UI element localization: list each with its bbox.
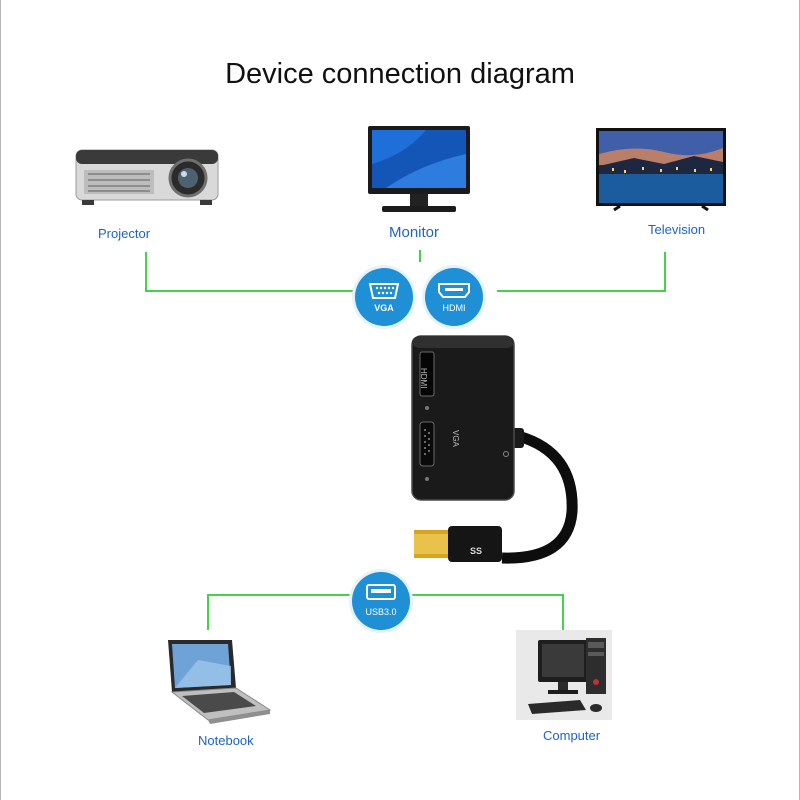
television-label: Television xyxy=(648,222,706,237)
usb3-port-badge: USB3.0 xyxy=(352,572,410,630)
projector-connector-horizontal xyxy=(145,290,355,292)
adapter-vga-port-label: VGA xyxy=(451,430,460,447)
monitor-label: Monitor xyxy=(389,224,440,241)
usb3-badge-label: USB3.0 xyxy=(365,607,397,617)
vga-port-badge: VGA xyxy=(355,268,413,326)
adapter-hdmi-port-label: HDMI xyxy=(419,368,428,389)
notebook-connector-vertical xyxy=(207,594,209,630)
projector-icon xyxy=(75,149,219,205)
page-border-left xyxy=(0,0,1,800)
laptop-icon xyxy=(168,640,272,724)
projector-label: Projector xyxy=(98,226,151,241)
diagram-title: Device connection diagram xyxy=(225,58,575,90)
television-connector-horizontal xyxy=(497,290,666,292)
television-icon xyxy=(596,128,726,212)
projector-connector-vertical xyxy=(145,252,147,292)
vga-badge-label: VGA xyxy=(374,303,394,313)
monitor-icon xyxy=(368,126,470,212)
hdmi-badge-label: HDMI xyxy=(442,303,466,313)
desktop-computer-icon xyxy=(516,630,612,720)
computer-connector-vertical xyxy=(562,594,564,630)
notebook-connector-horizontal xyxy=(207,594,353,596)
notebook-label: Notebook xyxy=(198,733,254,748)
vga-port-icon xyxy=(368,283,400,299)
computer-connector-horizontal xyxy=(412,594,564,596)
monitor-connector-vertical xyxy=(419,250,421,262)
usb-to-hdmi-vga-adapter xyxy=(411,335,578,564)
hdmi-port-icon xyxy=(438,283,470,298)
television-connector-vertical xyxy=(664,252,666,292)
usb-port-icon xyxy=(366,584,396,600)
hdmi-port-badge: HDMI xyxy=(425,268,483,326)
computer-label: Computer xyxy=(543,728,601,743)
adapter-usb-ss-logo: SS xyxy=(470,546,483,556)
